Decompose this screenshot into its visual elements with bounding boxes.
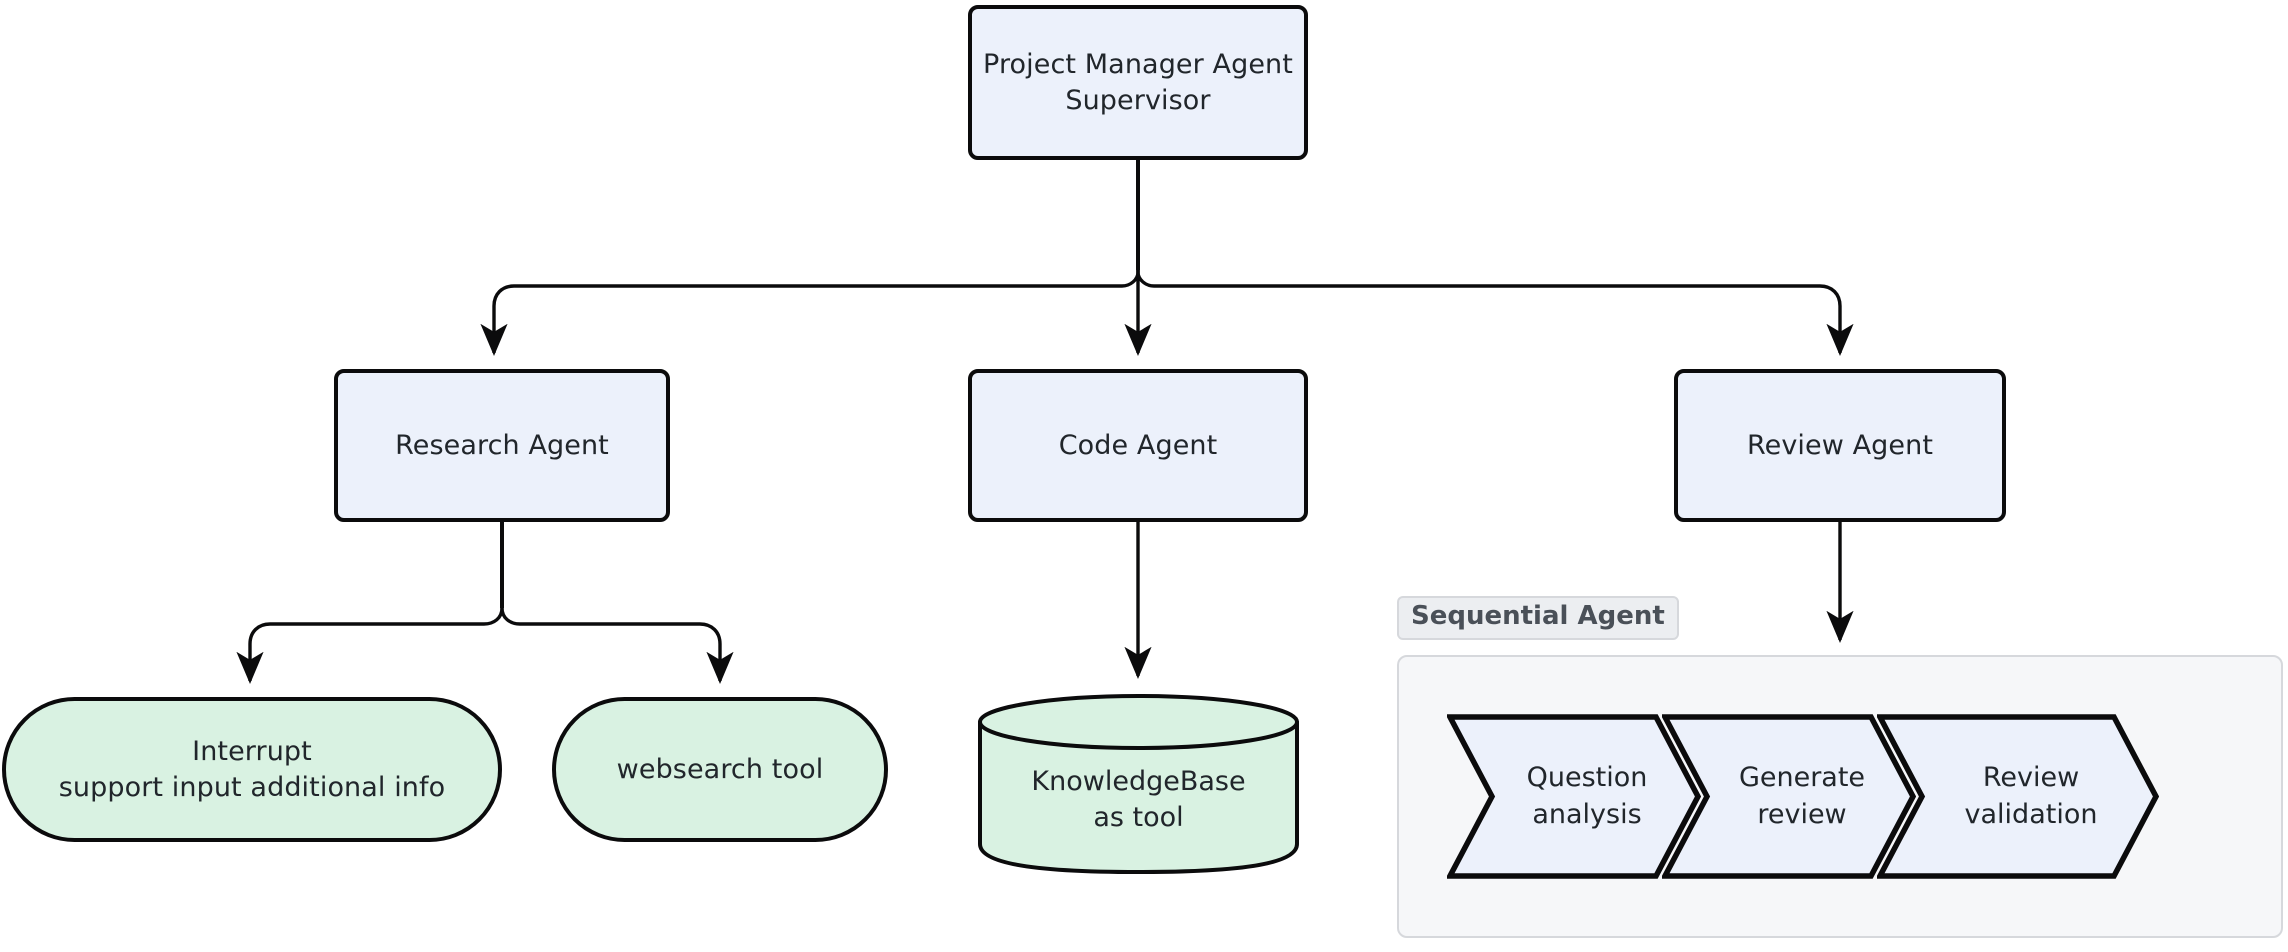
chevron-shape-icon: [1877, 714, 2159, 879]
node-review-agent[interactable]: Review Agent: [1674, 369, 2006, 522]
chevron-shape-icon: [1447, 714, 1701, 879]
node-interrupt[interactable]: Interrupt support input additional info: [2, 697, 502, 842]
chevron-shape-icon: [1662, 714, 1916, 879]
node-label: KnowledgeBase as tool: [1031, 766, 1246, 833]
node-label: Interrupt support input additional info: [58, 735, 446, 803]
edge-research-websearch: [500, 607, 734, 685]
edge-supervisor-review: [1136, 270, 1854, 357]
node-review-validation[interactable]: Review validation: [1877, 714, 2159, 879]
node-research-agent[interactable]: Research Agent: [334, 369, 670, 522]
node-knowledgebase-as-tool[interactable]: KnowledgeBase as tool: [976, 692, 1301, 874]
node-label: Project Manager Agent Supervisor: [983, 48, 1293, 116]
node-question-analysis[interactable]: Question analysis: [1447, 714, 1701, 879]
node-websearch-tool[interactable]: websearch tool: [552, 697, 888, 842]
node-label: Generate review: [1738, 762, 1866, 830]
node-label: Question analysis: [1526, 762, 1648, 830]
node-code-agent[interactable]: Code Agent: [968, 369, 1308, 522]
cluster-title-sequential-agent: Sequential Agent: [1397, 596, 1679, 640]
node-label: Research Agent: [395, 429, 609, 461]
cluster-title-label: Sequential Agent: [1411, 601, 1665, 631]
edge-research-interrupt: [236, 607, 504, 685]
node-label: Code Agent: [1058, 429, 1218, 461]
database-icon: [978, 694, 1299, 874]
node-label: Review Agent: [1746, 429, 1934, 461]
node-label: websearch tool: [616, 753, 824, 785]
edge-supervisor-research: [480, 270, 1140, 357]
node-generate-review[interactable]: Generate review: [1662, 714, 1916, 879]
node-label: Review validation: [1964, 762, 2098, 830]
node-project-manager-agent-supervisor[interactable]: Project Manager Agent Supervisor: [968, 5, 1308, 160]
